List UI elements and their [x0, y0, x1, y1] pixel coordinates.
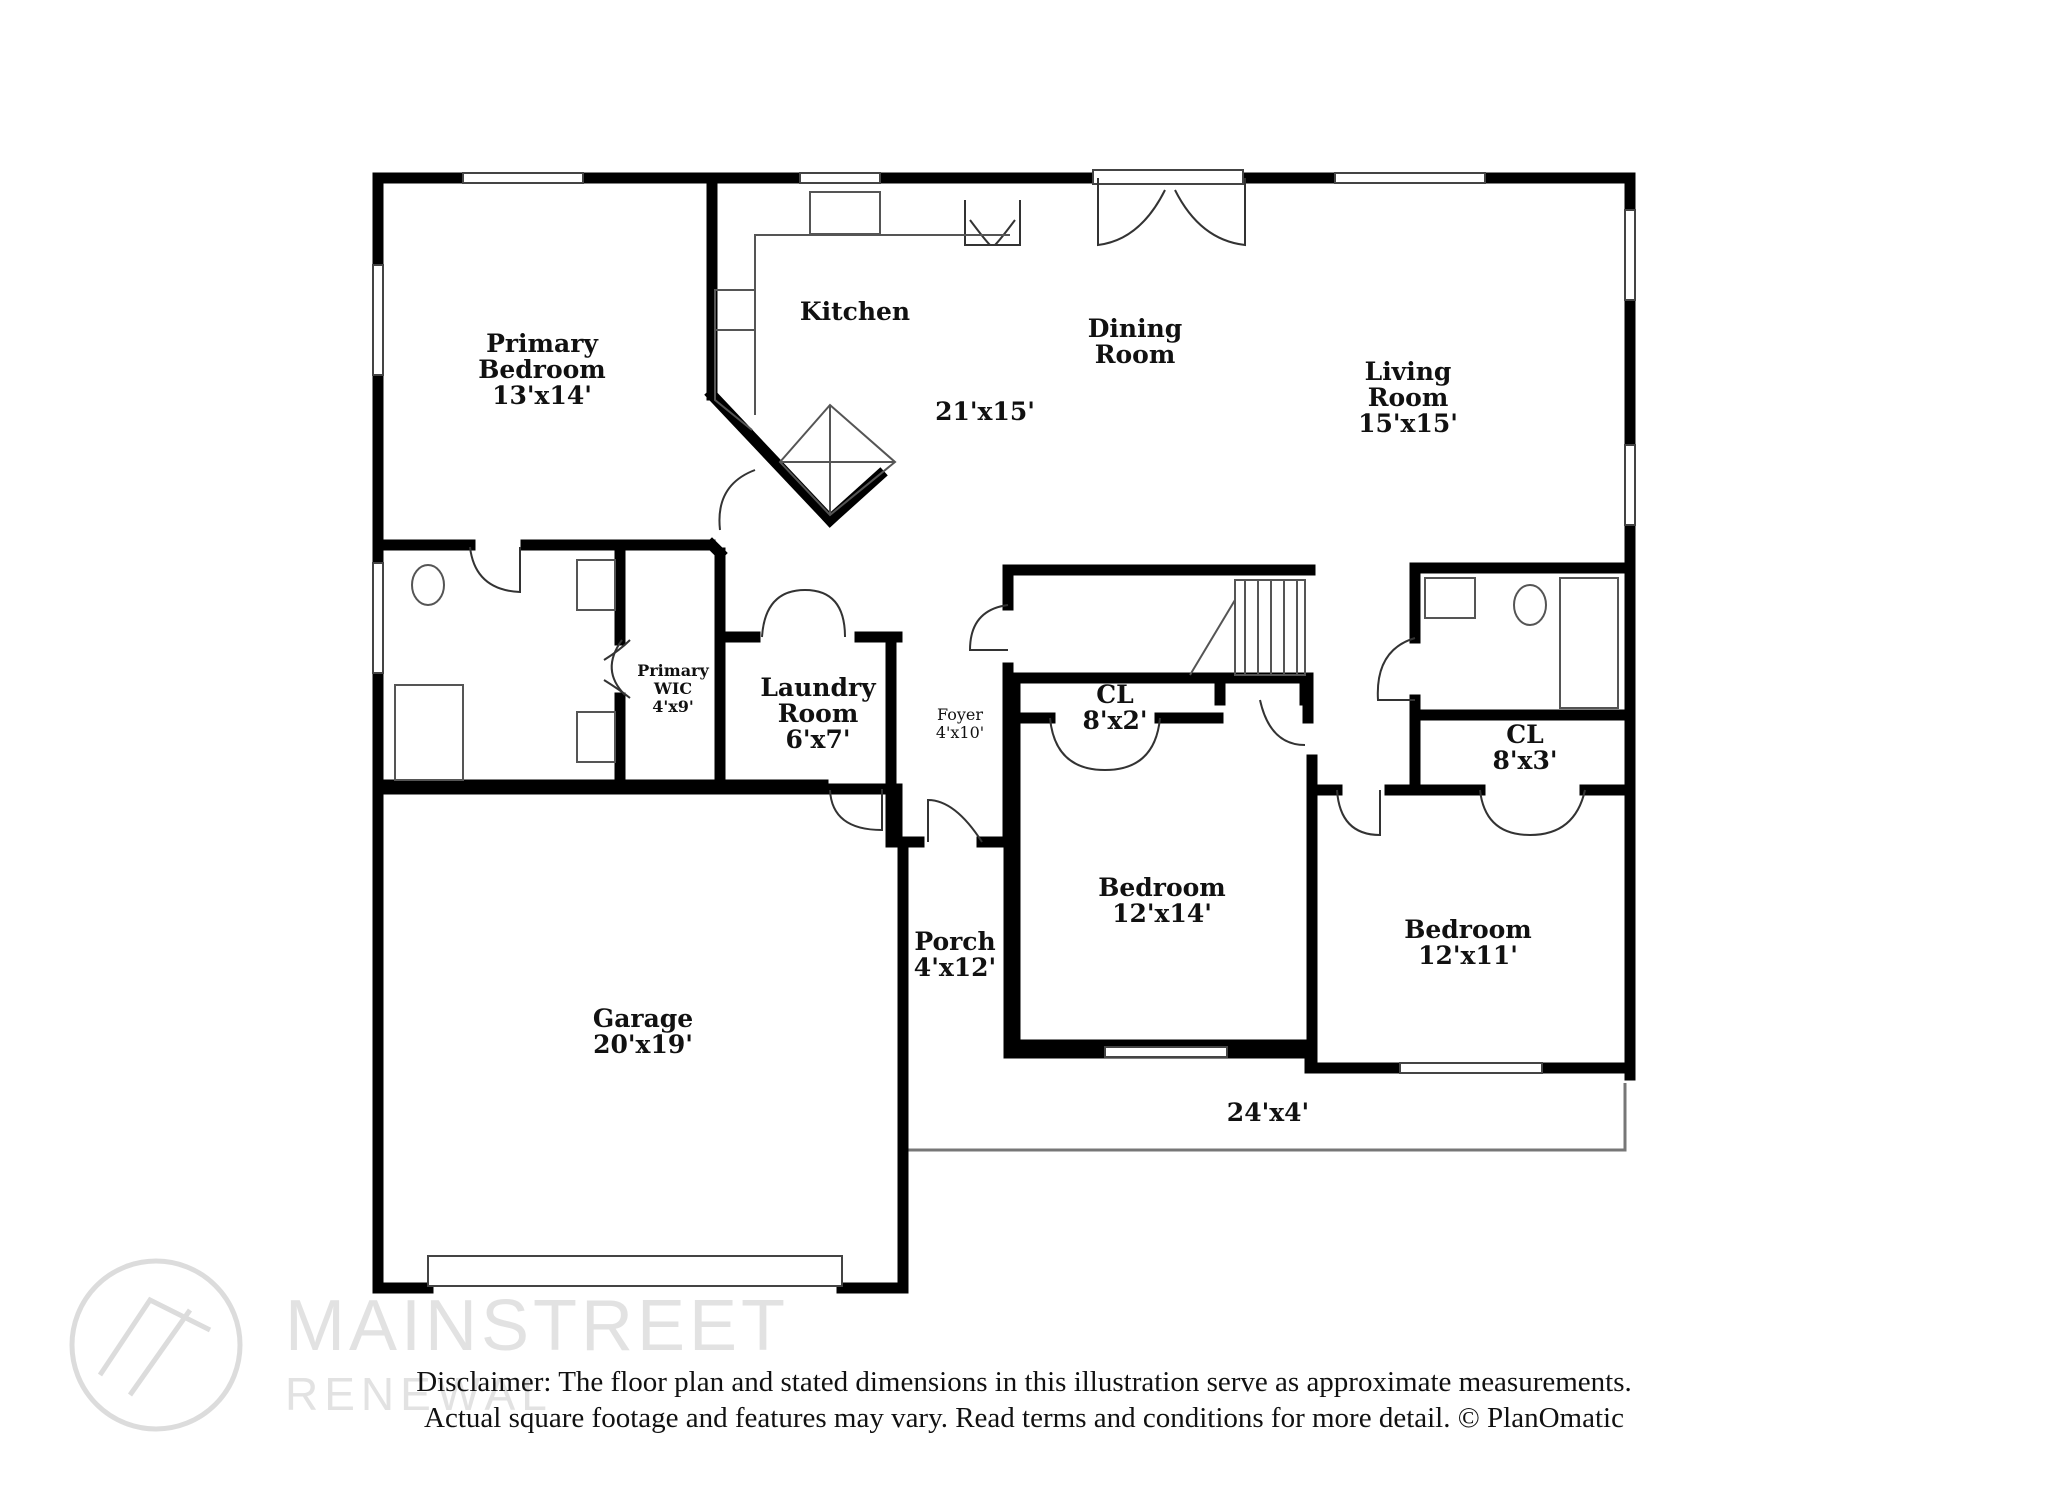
room-name: Room	[778, 699, 859, 728]
window	[1092, 169, 1244, 185]
room-dimensions: 6'x7'	[785, 725, 850, 754]
toilet-icon	[411, 564, 445, 606]
windows	[372, 169, 1636, 1287]
door-swing	[603, 639, 631, 699]
room-labels: Primary Bedroom 13'x14' Kitchen Dining R…	[478, 297, 1557, 1127]
room-name: Living	[1365, 357, 1452, 386]
room-name: Porch	[914, 927, 995, 956]
window	[799, 172, 881, 184]
room-name: Garage	[593, 1004, 693, 1033]
watermark: MAINSTREET RENEWAL	[69, 1258, 789, 1432]
room-name: Dining	[1088, 314, 1183, 343]
shower-icon	[394, 684, 464, 781]
door-swing	[927, 798, 983, 843]
room-name: Laundry	[760, 673, 877, 702]
room-dimensions: 4'x10'	[936, 723, 984, 742]
window	[372, 562, 384, 674]
room-dimensions: 13'x14'	[492, 381, 592, 410]
watermark-text: MAINSTREET	[285, 1286, 789, 1366]
door-swing	[829, 789, 883, 832]
room-dimensions: 8'x3'	[1492, 746, 1557, 775]
window	[1624, 209, 1636, 301]
room-name: Room	[1095, 340, 1176, 369]
room-name: CL	[1506, 720, 1544, 749]
door-swing	[761, 588, 846, 638]
doors	[469, 178, 1586, 843]
room-name: Kitchen	[800, 297, 910, 326]
door-swing	[1376, 637, 1416, 701]
room-dimensions: 21'x15'	[935, 397, 1035, 426]
door-swing	[469, 546, 521, 594]
stairs	[1189, 579, 1306, 676]
room-name: Room	[1368, 383, 1449, 412]
fixtures	[394, 191, 1619, 781]
disclaimer-line-1: Disclaimer: The floor plan and stated di…	[416, 1366, 1632, 1398]
room-dimensions: 15'x15'	[1358, 409, 1458, 438]
sink-icon	[576, 711, 616, 763]
door-swing	[1259, 699, 1306, 746]
window	[1334, 172, 1486, 184]
door-swing	[1479, 789, 1586, 837]
window	[462, 172, 584, 184]
watermark-logo-mark	[97, 1296, 212, 1397]
window	[1104, 1046, 1228, 1058]
room-dimensions: 4'x9'	[652, 697, 694, 716]
room-dimensions: 8'x2'	[1082, 706, 1147, 735]
watermark-logo-icon	[69, 1258, 243, 1432]
door-swing	[968, 604, 1009, 651]
room-dimensions: 20'x19'	[593, 1030, 693, 1059]
room-name: Primary	[486, 329, 599, 358]
room-name: Foyer	[937, 705, 983, 724]
door-swing	[1097, 178, 1246, 247]
door-swing	[718, 469, 756, 531]
room-dimensions: 4'x12'	[914, 953, 996, 982]
stove-icon	[714, 289, 756, 331]
garage-door	[427, 1255, 843, 1287]
window	[372, 264, 384, 376]
room-name: CL	[1096, 680, 1134, 709]
room-name: Bedroom	[478, 355, 606, 384]
bathtub-icon	[1559, 577, 1619, 709]
window	[1624, 444, 1636, 526]
room-dimensions: 12'x14'	[1112, 899, 1212, 928]
sink-icon	[1424, 577, 1476, 619]
patio-outline	[906, 1083, 1627, 1152]
room-name: WIC	[653, 679, 692, 698]
disclaimer-line-2: Actual square footage and features may v…	[424, 1402, 1624, 1434]
room-name: Primary	[637, 661, 709, 680]
door-swing	[1336, 789, 1381, 837]
sink-icon	[576, 559, 616, 611]
kitchen-island	[778, 403, 897, 517]
room-dimensions: 24'x4'	[1227, 1098, 1309, 1127]
room-dimensions: 12'x11'	[1418, 941, 1518, 970]
watermark-subtext: RENEWAL	[285, 1368, 553, 1420]
room-name: Bedroom	[1098, 873, 1226, 902]
door-swing	[964, 200, 1021, 246]
room-name: Bedroom	[1404, 915, 1532, 944]
sink-icon	[809, 191, 881, 235]
toilet-icon	[1513, 584, 1547, 626]
door-swing	[1049, 717, 1161, 772]
window	[1399, 1062, 1543, 1074]
